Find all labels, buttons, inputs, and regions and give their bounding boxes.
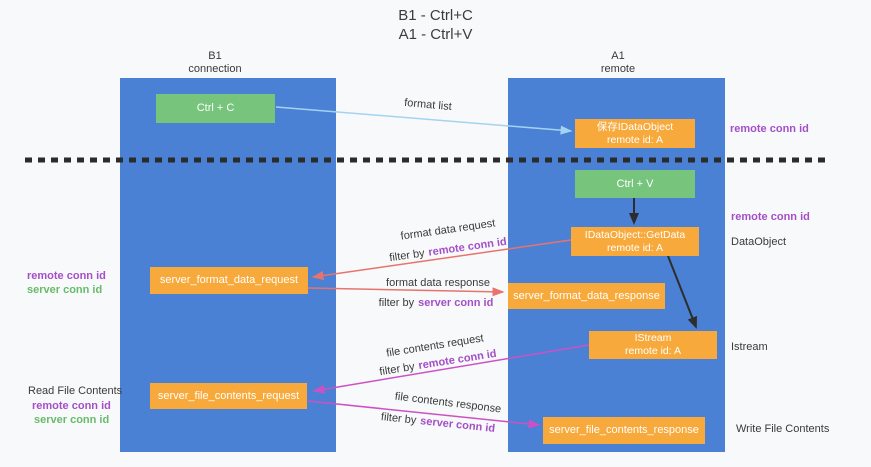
idataobject-getdata-line2: remote id: A <box>606 241 664 254</box>
diagram-title-line1: B1 - Ctrl+C <box>398 7 473 24</box>
istream-line1: IStream <box>634 332 672 344</box>
format-data-request-arrow <box>311 239 572 280</box>
istream-side-label: Istream <box>731 341 768 353</box>
server-file-contents-response-box: server_file_contents_response <box>543 417 705 444</box>
ctrl-v-label: Ctrl + V <box>616 177 654 190</box>
left-column-role: connection <box>188 63 242 75</box>
istream-box: IStream remote id: A <box>589 331 717 359</box>
istream-line2: remote id: A <box>624 345 682 357</box>
right-column-name: A1 <box>611 50 625 62</box>
filter-key: server conn id <box>418 297 494 309</box>
server-conn-id-label-left-top: server conn id <box>27 284 103 296</box>
filter-prefix: filter by <box>378 297 415 309</box>
idataobject-getdata-line1: IDataObject::GetData <box>584 228 686 241</box>
server-conn-id-label-left-bottom: server conn id <box>34 414 110 426</box>
server-format-data-request-label: server_format_data_request <box>159 274 299 286</box>
server-format-data-response-box: server_format_data_response <box>508 283 665 309</box>
diagram-title: B1 - Ctrl+C A1 - Ctrl+V <box>0 6 871 44</box>
file-contents-request-arrow <box>312 344 590 394</box>
save-idataobject-line1: 保存IDataObject <box>596 120 674 133</box>
ctrl-v-box: Ctrl + V <box>575 170 695 198</box>
dataobject-label: DataObject <box>731 236 787 248</box>
save-idataobject-line2: remote id: A <box>606 133 664 146</box>
idataobject-getdata-box: IDataObject::GetData remote id: A <box>571 227 699 256</box>
format-data-response-arrow <box>307 287 505 297</box>
remote-conn-id-label-top-right: remote conn id <box>730 123 809 135</box>
server-file-contents-response-label: server_file_contents_response <box>549 424 699 436</box>
write-file-contents-label: Write File Contents <box>736 423 830 435</box>
remote-conn-id-label-mid-right: remote conn id <box>731 211 810 223</box>
ctrl-c-box: Ctrl + C <box>156 94 275 123</box>
format-list-arrow <box>275 106 573 135</box>
left-column-header: B1 connection <box>145 50 285 76</box>
right-column-role: remote <box>600 63 636 75</box>
left-column-name: B1 <box>208 50 222 62</box>
getdata-to-istream-arrow <box>667 255 697 329</box>
ctrl-c-label: Ctrl + C <box>196 102 235 114</box>
server-file-contents-request-label: server_file_contents_request <box>157 389 300 402</box>
right-column-header: A1 remote <box>548 50 688 76</box>
diagram-title-line2: A1 - Ctrl+V <box>398 26 473 43</box>
format-data-response-label: format data response <box>386 277 490 289</box>
file-contents-response-arrow <box>307 400 541 429</box>
server-format-data-response-label: server_format_data_response <box>513 289 660 302</box>
remote-conn-id-label-left-top: remote conn id <box>27 270 106 282</box>
remote-conn-id-label-left-bottom: remote conn id <box>32 400 111 412</box>
read-file-contents-label: Read File Contents <box>28 385 123 397</box>
save-idataobject-box: 保存IDataObject remote id: A <box>575 119 695 148</box>
server-format-data-request-box: server_format_data_request <box>150 267 308 294</box>
server-file-contents-request-box: server_file_contents_request <box>150 383 307 409</box>
